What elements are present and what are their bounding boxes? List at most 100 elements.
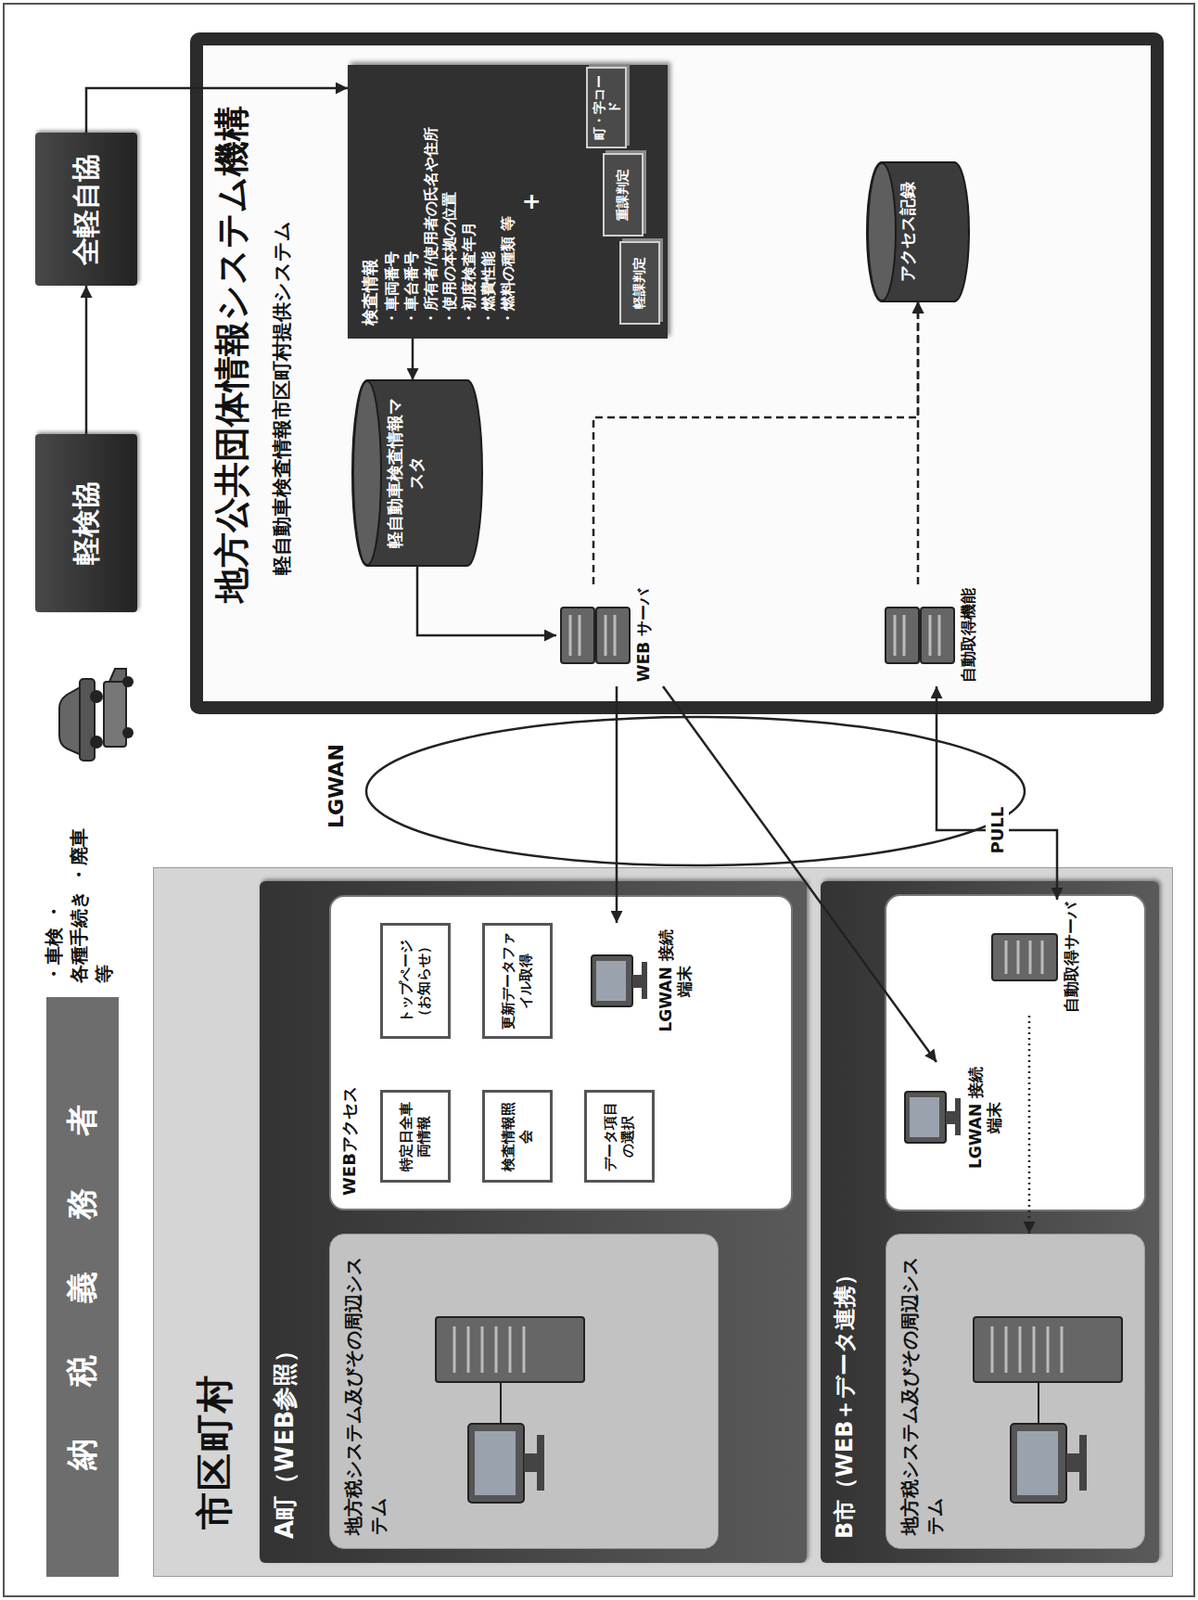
connector [86, 88, 348, 133]
node-text: 検査情報照会 [499, 1097, 536, 1174]
menu-box: 特定日全車両情報 [380, 1089, 451, 1183]
server-slots [1006, 940, 1043, 974]
node-text: 自動取得機能 [880, 584, 978, 687]
node-text: 地方公共団体情報システム機構 [208, 45, 256, 603]
b-auto-server-icon [992, 933, 1058, 981]
stand-base [1079, 1434, 1087, 1491]
city-box: B市（WEB＋データ連携） 地方税システム及びその周辺システム LGWAN 接続端末… [820, 880, 1160, 1563]
car-illustration [59, 668, 134, 761]
server-slots [454, 1325, 524, 1373]
node-text: WEB サーバ [556, 584, 653, 687]
car-wheel [89, 735, 103, 749]
screen [1017, 1430, 1058, 1495]
town-box: A町（WEB参照）地方税システム及びその周辺システムWEBアクセス特定日全車両情… [259, 880, 807, 1563]
rack-unit [920, 607, 955, 663]
node-text: A町（WEB参照） [268, 880, 302, 1539]
monitor [904, 1091, 946, 1143]
stand-base [955, 1097, 961, 1135]
stand-base [536, 1434, 545, 1491]
server-node: 自動取得サーバ [987, 899, 1141, 1016]
org-box: 軽検協 [35, 433, 138, 612]
node-text: 全軽自協 [67, 153, 106, 266]
org-box: 全軽自協 [35, 132, 138, 286]
terminal-node: LGWAN 接続端末 [584, 922, 724, 1039]
terminal-node: LGWAN 接続端末 [899, 1061, 1020, 1173]
node-text: WEBアクセス [338, 909, 361, 1196]
car-wheel [89, 689, 103, 703]
cylinder-top [867, 163, 896, 301]
auto-fetch-server-icon [885, 607, 955, 663]
node-text: ・車台番号 [402, 77, 422, 326]
monitor [468, 1423, 524, 1503]
free-label: ・車検 ・各種手続き ・廃車 等 [41, 820, 117, 983]
menu-box: トップページ（お知らせ） [380, 922, 451, 1039]
node-text: アクセス記録 [866, 162, 928, 302]
node-text: ・使用の本拠の位置 [440, 77, 460, 326]
node-text: 特定日全車両情報 [397, 1097, 434, 1174]
server-node: 自動取得機能 [880, 584, 1011, 687]
database-cylinder: アクセス記録 [866, 162, 969, 302]
menu-box: 更新データファイル取得 [482, 922, 553, 1039]
connector [936, 686, 1058, 900]
system-panel: 地方税システム及びその周辺システム [885, 1233, 1146, 1549]
cylinder-body [352, 380, 483, 566]
server-tower [992, 933, 1058, 981]
cylinder-top [353, 381, 382, 565]
web-server-icon [560, 607, 630, 663]
node-text: 納税義務者 [61, 1052, 104, 1522]
monitor [1010, 1423, 1067, 1503]
cable [1037, 1381, 1040, 1424]
node-text: B市（WEB＋データ連携） [829, 880, 860, 1539]
connector [1028, 1015, 1032, 1234]
stand [1066, 1452, 1080, 1472]
node-text: データ項目の選択 [601, 1097, 638, 1174]
node-text: 軽自動車検査情報市区町村提供システム [268, 45, 295, 575]
cylinder-shape [866, 162, 969, 302]
edge-label-box: PULL [985, 802, 1009, 858]
b-tax-icons [973, 1316, 1122, 1503]
node-text: LGWAN 接続端末 [584, 922, 695, 1039]
flag-card: 町・字コード [586, 66, 627, 149]
rack-unit [596, 607, 630, 663]
screen [909, 1096, 940, 1137]
taxpayer-band: 納税義務者 [46, 996, 119, 1577]
b-terminal-icon [904, 1091, 961, 1143]
node-text: ・所有者/使用者の氏名や住所 [421, 77, 442, 326]
b-web-panel [885, 894, 1146, 1211]
rack-slots [894, 614, 940, 656]
node-text: トップページ（お知らせ） [397, 930, 434, 1031]
stand [632, 974, 642, 988]
database-cylinder: 軽自動車検査情報マスタ [352, 380, 483, 566]
rack-unit [885, 607, 919, 663]
node-text: 市区町村 [189, 867, 241, 1530]
server-tower [973, 1316, 1122, 1382]
connector [662, 686, 937, 1062]
car-base [79, 678, 95, 761]
a-terminal-icon [591, 955, 648, 1007]
van-wheel [122, 726, 134, 739]
region-box: 市区町村A町（WEB参照）地方税システム及びその周辺システムWEBアクセス特定日… [152, 866, 1173, 1577]
agency-box: 地方公共団体情報システム機構軽自動車検査情報市区町村提供システム 検査情報・車両番… [190, 32, 1164, 714]
screen [596, 960, 626, 1001]
cylinder-body [866, 162, 969, 302]
connector [593, 301, 918, 585]
stand-base [641, 961, 648, 999]
connector [85, 285, 89, 434]
node-text: 軽課判定 [631, 256, 649, 309]
monitor [591, 955, 633, 1007]
menu-box: 検査情報照会 [482, 1089, 553, 1183]
free-label: LGWAN [324, 750, 348, 829]
lgwan-ellipse [366, 716, 1025, 866]
info-panel: 検査情報・車両番号・車台番号・所有者/使用者の氏名や住所・使用の本拠の位置・初度… [347, 64, 668, 339]
node-text: 検査情報 [358, 77, 382, 326]
rack-unit [560, 607, 595, 663]
node-text: ・初度検査年月 [459, 77, 480, 326]
node-text: LGWAN 接続端末 [899, 1061, 1005, 1173]
node-text: ・車両番号 [382, 77, 403, 326]
menu-box: データ項目の選択 [584, 1089, 655, 1183]
server-slots [992, 1325, 1062, 1373]
node-text: 地方税システム及びその周辺システム [897, 1247, 948, 1535]
flag-card: 重課判定 [602, 152, 644, 237]
